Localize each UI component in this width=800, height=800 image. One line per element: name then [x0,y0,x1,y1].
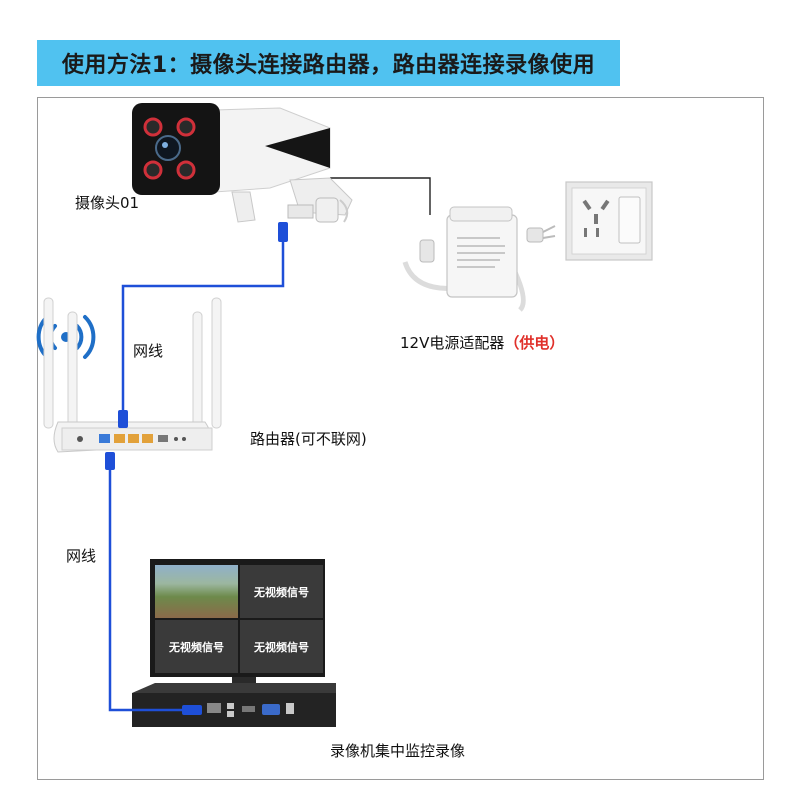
router-label: 路由器(可不联网) [250,430,367,448]
network-cable-top [121,226,285,420]
adapter-label-text: 12V电源适配器 [400,334,505,352]
power-adapter-icon [402,206,556,312]
network-cable-bottom [108,452,200,712]
router-icon [43,297,222,453]
adapter-label: 12V电源适配器（供电） [400,332,564,353]
nvr-recorder-icon [132,683,336,727]
wall-socket-icon [565,181,653,261]
camera-icon [132,103,353,223]
nvr-label: 录像机集中监控录像 [330,742,466,760]
monitor-quadrant-no-signal: 无视频信号 [155,620,238,673]
diagram-frame [37,97,764,780]
page-title: 使用方法1：摄像头连接路由器，路由器连接录像使用 [37,40,620,86]
cable-label-bottom: 网线 [66,547,97,565]
power-cable [330,177,431,215]
monitor-quadrant-no-signal: 无视频信号 [240,620,323,673]
monitor-quadrant-camera-view [155,565,238,618]
cable-label-top: 网线 [133,342,164,360]
camera-label: 摄像头01 [75,194,140,212]
monitor-quadrant-no-signal: 无视频信号 [240,565,323,618]
cable-connectors [105,222,288,715]
adapter-note: （供电） [504,334,565,352]
